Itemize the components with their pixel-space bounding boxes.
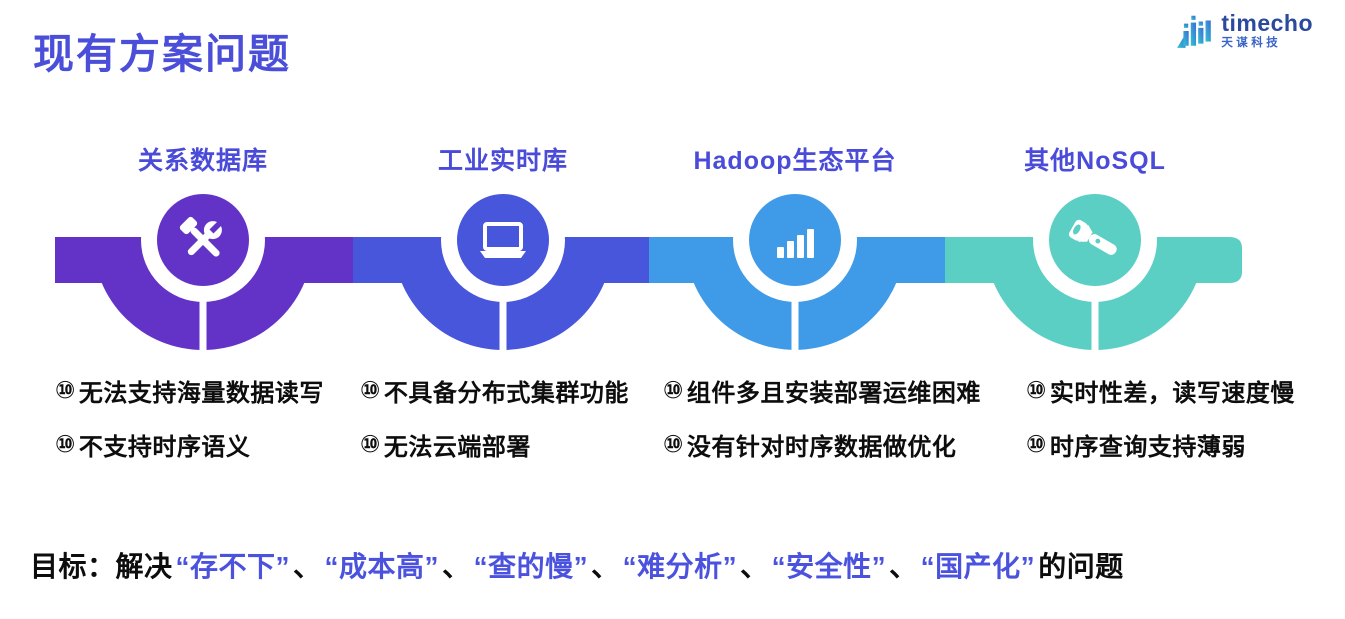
bullet-marker: ⑩ [1026,430,1047,458]
bullet-item: ⑩ 无法云端部署 [360,430,629,461]
logo-subtitle: 天谋科技 [1221,37,1282,49]
column-header-industrial-rtdb: 工业实时库 [437,147,568,175]
bullet-text: 时序查询支持薄弱 [1049,433,1246,461]
goal-term: “安全性” [771,551,887,582]
bullet-marker: ⑩ [663,376,684,404]
icon-circle-industrial-rtdb [457,194,549,286]
bullet-text: 不具备分布式集群功能 [383,379,629,407]
bullet-marker: ⑩ [55,430,76,458]
column-header-hadoop: Hadoop生态平台 [693,147,897,175]
column-header-other-nosql: 其他NoSQL [1024,147,1166,175]
bullet-item: ⑩ 时序查询支持薄弱 [1026,430,1295,461]
goal-term: “存不下” [175,551,291,582]
goal-term: “难分析” [622,551,738,582]
bullet-text: 没有针对时序数据做优化 [686,433,957,461]
goal-separator: 、 [293,551,322,582]
bullet-text: 不支持时序语义 [78,433,251,461]
process-ribbon-diagram [55,190,1242,354]
goal-separator: 、 [442,551,471,582]
bullet-marker: ⑩ [663,430,684,458]
page-title: 现有方案问题 [33,31,291,77]
bullet-text: 无法支持海量数据读写 [78,379,324,407]
arc-split-2 [499,290,507,354]
bullet-text: 组件多且安装部署运维困难 [686,379,981,407]
bullet-list-hadoop: ⑩ 组件多且安装部署运维困难 ⑩ 没有针对时序数据做优化 [663,376,981,484]
flashlight-icon [1068,219,1117,255]
goal-term: “国产化” [920,551,1036,582]
goal-separator: 、 [740,551,769,582]
bullet-item: ⑩ 没有针对时序数据做优化 [663,430,981,461]
column-header-relational-db: 关系数据库 [137,147,268,175]
goal-separator: 、 [889,551,918,582]
arc-split-4 [1091,290,1099,354]
goal-suffix: 的问题 [1038,551,1124,582]
goal-term: “查的慢” [473,551,589,582]
bullet-marker: ⑩ [360,376,381,404]
bullet-item: ⑩ 实时性差，读写速度慢 [1026,376,1295,407]
arc-split-1 [199,290,207,354]
bullet-item: ⑩ 不具备分布式集群功能 [360,376,629,407]
bullet-item: ⑩ 无法支持海量数据读写 [55,376,324,407]
bullet-marker: ⑩ [55,376,76,404]
goal-term: “成本高” [324,551,440,582]
arc-split-3 [791,290,799,354]
tools-icon [179,216,224,257]
bullet-marker: ⑩ [360,430,381,458]
bullet-list-relational-db: ⑩ 无法支持海量数据读写 ⑩ 不支持时序语义 [55,376,324,484]
laptop-icon [480,222,526,258]
bullet-list-other-nosql: ⑩ 实时性差，读写速度慢 ⑩ 时序查询支持薄弱 [1026,376,1295,484]
logo-text: timecho 天谋科技 [1221,12,1313,50]
goal-separator: 、 [591,551,620,582]
bar-chart-icon [777,229,814,258]
bullet-marker: ⑩ [1026,376,1047,404]
goal-prefix: 目标：解决 [30,551,173,582]
icon-circle-hadoop [749,194,841,286]
bullet-list-industrial-rtdb: ⑩ 不具备分布式集群功能 ⑩ 无法云端部署 [360,376,629,484]
logo-wordmark: timecho [1221,10,1313,36]
bullet-text: 实时性差，读写速度慢 [1049,379,1295,407]
goal-statement: 目标：解决“存不下”、“成本高”、“查的慢”、“难分析”、“安全性”、“国产化”… [30,545,1124,585]
bullet-item: ⑩ 不支持时序语义 [55,430,324,461]
bullet-text: 无法云端部署 [383,433,531,461]
timecho-logo-icon [1177,15,1212,48]
bullet-item: ⑩ 组件多且安装部署运维困难 [663,376,981,407]
timecho-logo: timecho 天谋科技 [1175,12,1313,50]
